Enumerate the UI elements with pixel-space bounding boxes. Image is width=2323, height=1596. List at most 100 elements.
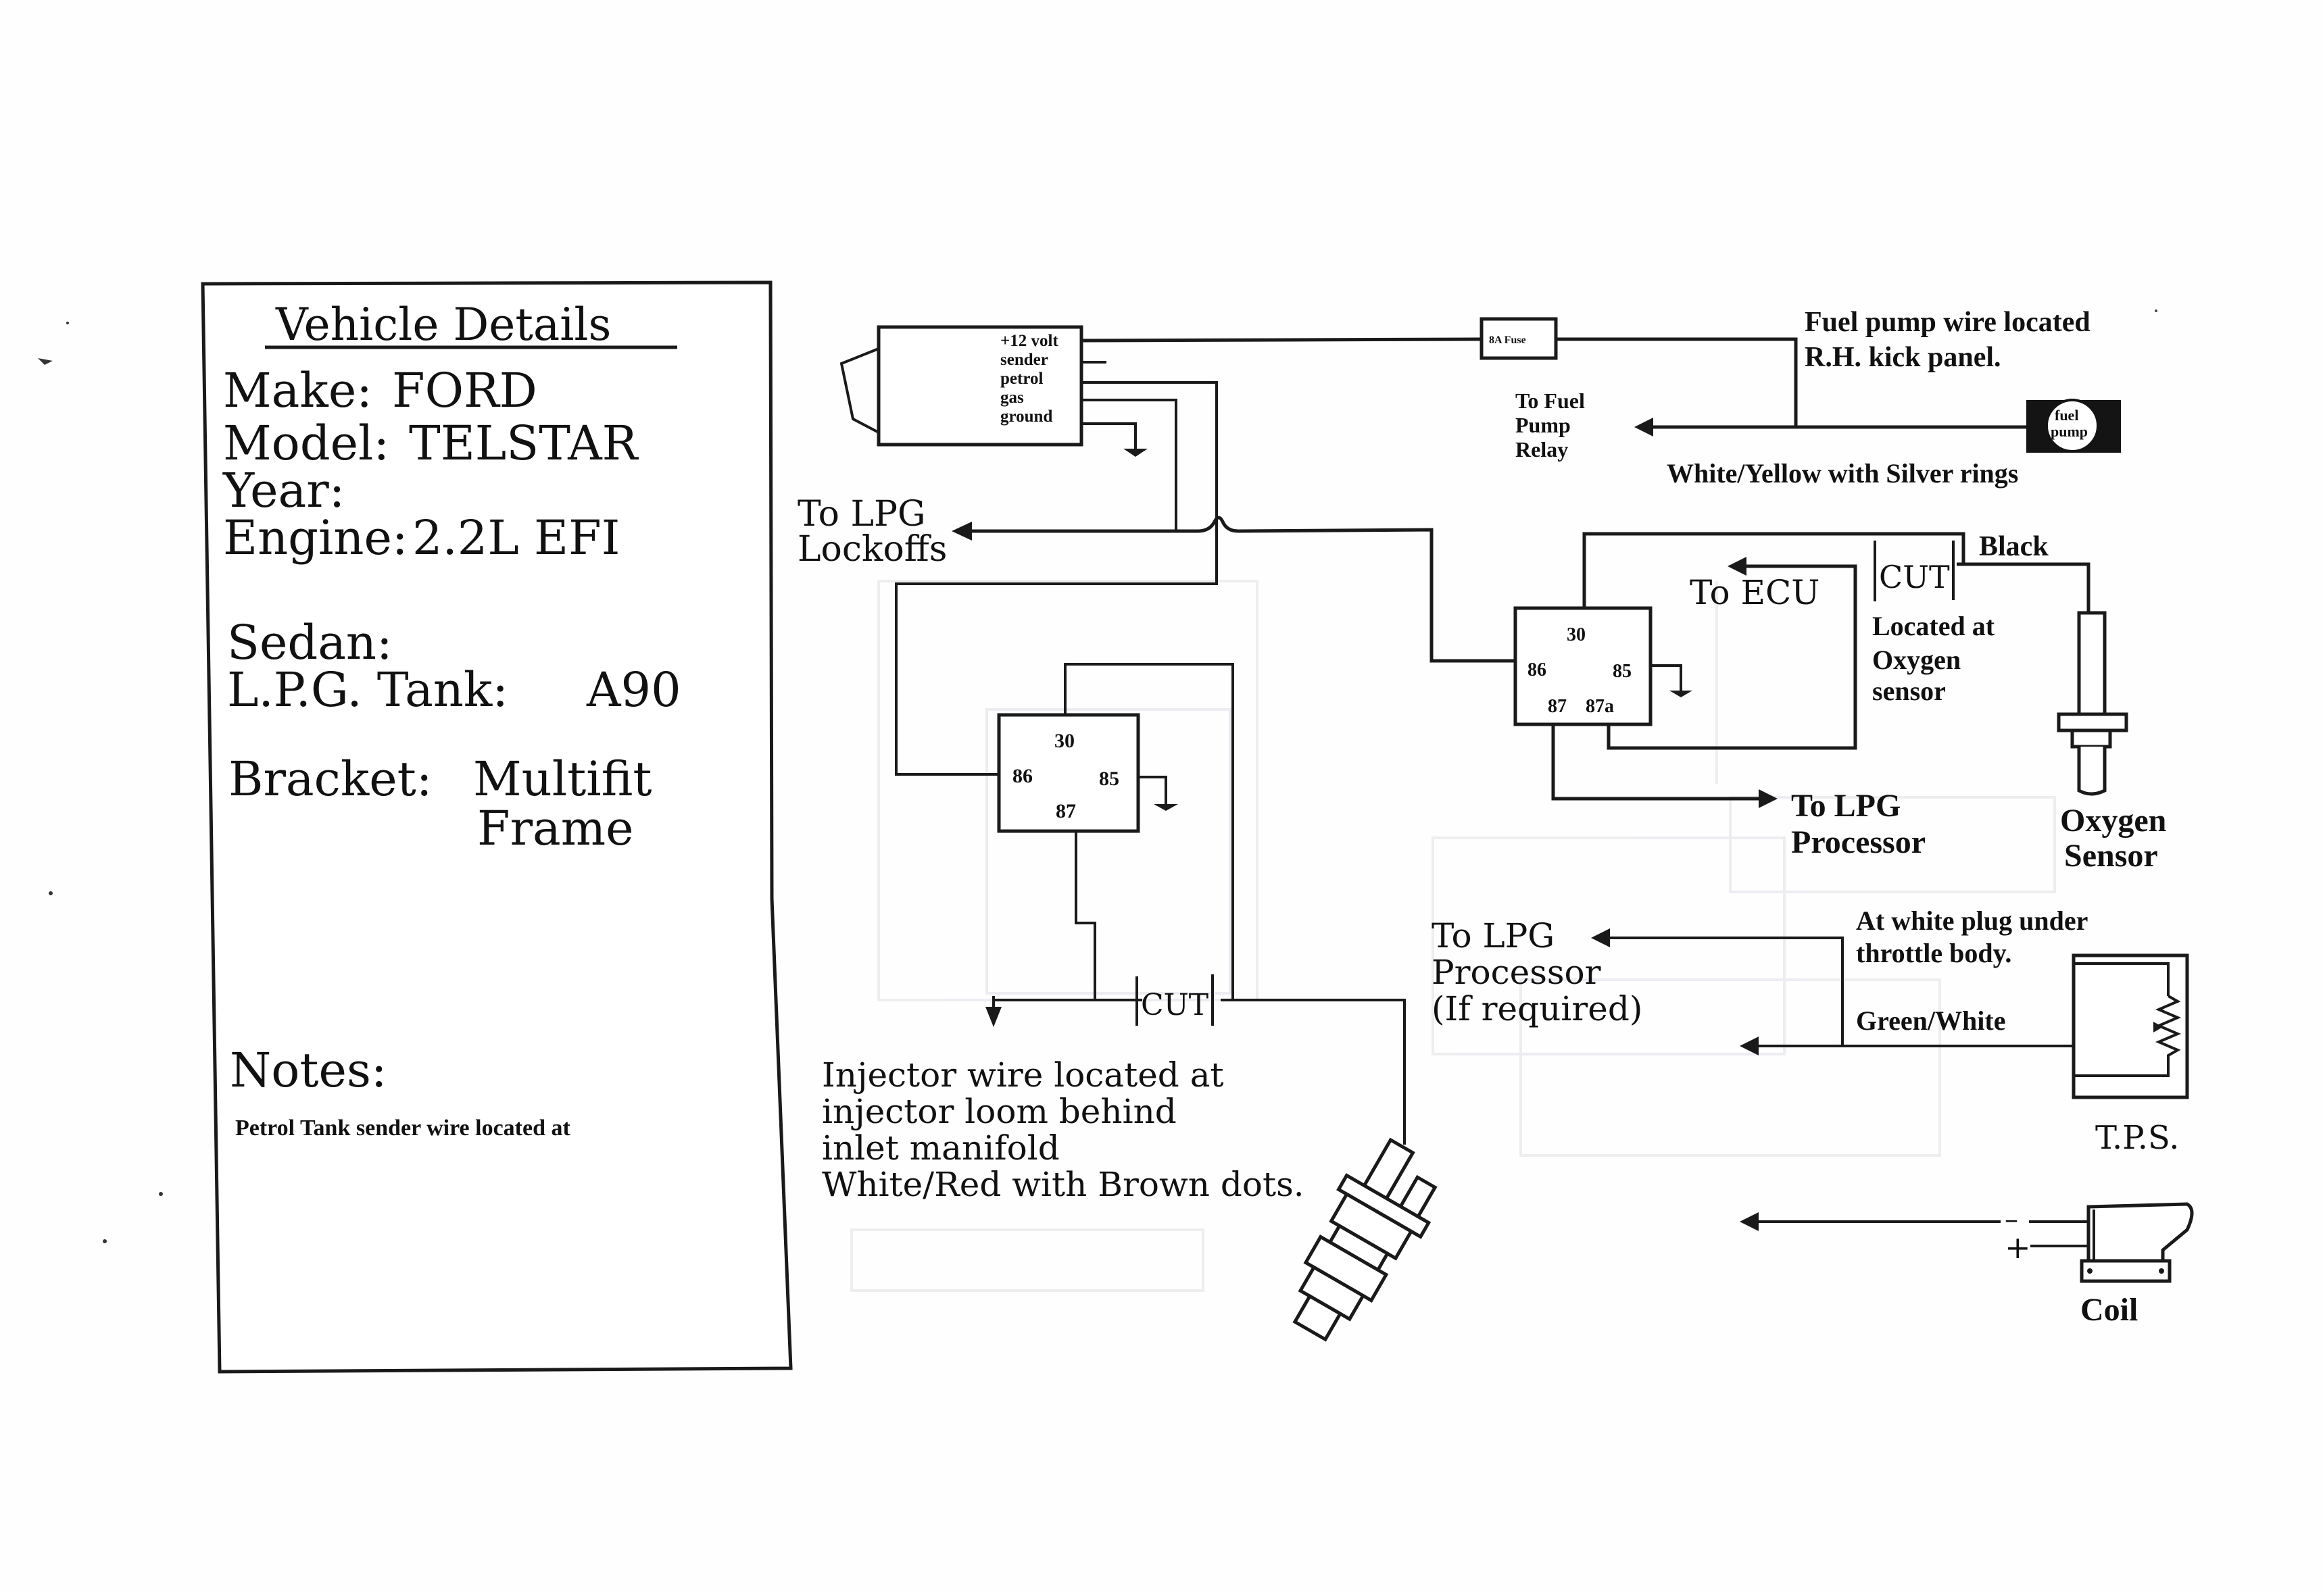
wire-tps-to-processor (1610, 937, 1844, 1046)
oxygen-location-line3: sensor (1872, 676, 1946, 706)
injector-nozzle (1292, 1293, 1343, 1342)
oxygen-relay-pin-87a: 87a (1586, 696, 1614, 717)
speck (49, 891, 53, 895)
oxygen-sensor-icon (2057, 611, 2128, 796)
tps-icon (2072, 953, 2189, 1099)
vehicle-details-title: Vehicle Details (275, 299, 611, 351)
wire-12v-to-fuse (1081, 337, 1482, 343)
fuel-pump-icon-text-1: fuel (2055, 407, 2078, 424)
model-label: Model: (223, 416, 389, 471)
pin-12-volt: +12 volt (1000, 332, 1058, 350)
tps-wiper (2153, 1022, 2163, 1032)
sender-module-connector (839, 347, 879, 434)
fuel-pump-relay-line2: Pump (1515, 413, 1571, 437)
wire-injector-relay-30 (1064, 663, 1234, 1000)
tps-resistor (2074, 995, 2182, 1077)
coil-positive-sign: + (2005, 1229, 2031, 1266)
coil-icon (2080, 1202, 2194, 1283)
model-value: TELSTAR (409, 416, 639, 471)
injector-note-line2: injector loom behind (822, 1092, 1177, 1131)
injector-relay-pin-85: 85 (1099, 768, 1119, 790)
fuel-pump-note-line1: Fuel pump wire located (1805, 307, 2090, 338)
arrow-tps-signal (1740, 1037, 1759, 1055)
sender-module: +12 volt sender petrol gas ground (839, 325, 1148, 457)
coil-base (2080, 1259, 2172, 1283)
injector-relay-ground-wire (1138, 776, 1167, 804)
fuel-pump-relay-line1: To Fuel (1515, 389, 1585, 413)
to-ecu-label: To ECU (1690, 573, 1819, 612)
oxygen-relay-pin-86: 86 (1527, 659, 1546, 680)
speck (159, 1192, 163, 1196)
wire-oxygen-relay-87-to-processor (1551, 724, 1761, 801)
injector-relay-pin-86: 86 (1012, 765, 1033, 787)
vehicle-details-panel: Vehicle Details Make: FORD Model: TELSTA… (201, 280, 793, 1374)
fuel-pump-label-ring (2045, 399, 2099, 453)
oxygen-sensor-thread (2070, 728, 2112, 749)
injector-note-line3: inlet manifold (822, 1128, 1060, 1168)
ground-icon (1669, 691, 1692, 697)
wire-to-injector (1221, 999, 1406, 1145)
oxygen-sensor-nut (2057, 712, 2128, 732)
oxygen-relay-box (1513, 606, 1653, 726)
tps-processor-line2: Processor (1432, 953, 1601, 992)
coil-label: Coil (2080, 1292, 2138, 1328)
vehicle-details-border (201, 280, 793, 1374)
tps-location-line2: throttle body. (1856, 938, 2011, 968)
injector-note-line1: Injector wire located at (822, 1055, 1224, 1095)
engine-label: Engine: (223, 510, 408, 566)
tps-processor-line1: To LPG (1432, 916, 1555, 955)
scan-specks (38, 309, 2157, 1243)
bracket-label: Bracket: (228, 751, 432, 807)
oxygen-relay: 30 86 85 87 87a (1513, 606, 1653, 726)
tps-processor-line3: (If required) (1432, 989, 1642, 1028)
pin-gas: gas (1000, 389, 1024, 407)
pin-sender: sender (1000, 351, 1048, 369)
sender-module-box (877, 325, 1083, 447)
wire-injector-relay-87 (1075, 831, 1096, 1000)
arrow-to-fuel-pump-relay (1634, 418, 1653, 437)
lockoffs-line1: To LPG (798, 494, 926, 534)
bracket-value-line1: Multifit (473, 751, 652, 807)
pin-ground: ground (1000, 407, 1052, 426)
tps-top-rail (2074, 962, 2170, 996)
oxygen-location-line1: Located at (1872, 611, 1995, 641)
speck (66, 322, 69, 324)
fuel-pump-wire-color: White/Yellow with Silver rings (1667, 458, 2018, 489)
bracket-value-line2: Frame (477, 801, 634, 856)
arrow-to-lpg-processor (1759, 789, 1778, 808)
tps-label: T.P.S. (2095, 1119, 2179, 1157)
black-wire-label: Black (1979, 531, 2049, 562)
arrow-to-lockoffs (952, 522, 972, 541)
body-type-label: Sedan: (227, 615, 393, 670)
injector-icon (1292, 1137, 1438, 1342)
ground-icon (1123, 449, 1148, 457)
oxygen-relay-pin-87: 87 (1548, 696, 1567, 717)
fuel-pump-icon: fuel pump (2026, 399, 2121, 453)
oxygen-cut-label: CUT (1879, 559, 1950, 595)
processor-line1: To LPG (1791, 788, 1901, 824)
processor-line2: Processor (1791, 824, 1926, 860)
fuel-pump-relay-line3: Relay (1515, 437, 1568, 462)
lpg-tank-value: A90 (586, 662, 681, 718)
tps-location-line1: At white plug under (1856, 905, 2088, 936)
injector-cut-label: CUT (1141, 988, 1208, 1022)
wire-gas (1081, 399, 1177, 531)
lpg-tank-label: L.P.G. Tank: (227, 662, 508, 718)
oxygen-relay-ground-wire (1650, 664, 1682, 691)
oxygen-relay-pin-85: 85 (1613, 661, 1632, 682)
wire-oxygen-relay-87a-to-ecu (1607, 564, 1857, 750)
make-value: FORD (392, 363, 537, 418)
engine-value: 2.2L EFI (412, 510, 620, 566)
speck (103, 1239, 107, 1243)
fuel-pump-note-line2: R.H. kick panel. (1805, 342, 2001, 373)
oxygen-cut-marker: CUT (1874, 541, 1955, 601)
arrow-coil-signal (1740, 1212, 1759, 1231)
fuse-label: 8A Fuse (1489, 334, 1526, 346)
oxygen-sensor-line1: Oxygen (2060, 803, 2166, 839)
fuse: 8A Fuse (1480, 317, 1558, 360)
arrow-to-injector-loom (985, 1007, 1002, 1027)
oxygen-sensor-shaft (2077, 611, 2107, 716)
injector-note-line4: White/Red with Brown dots. (822, 1165, 1304, 1204)
